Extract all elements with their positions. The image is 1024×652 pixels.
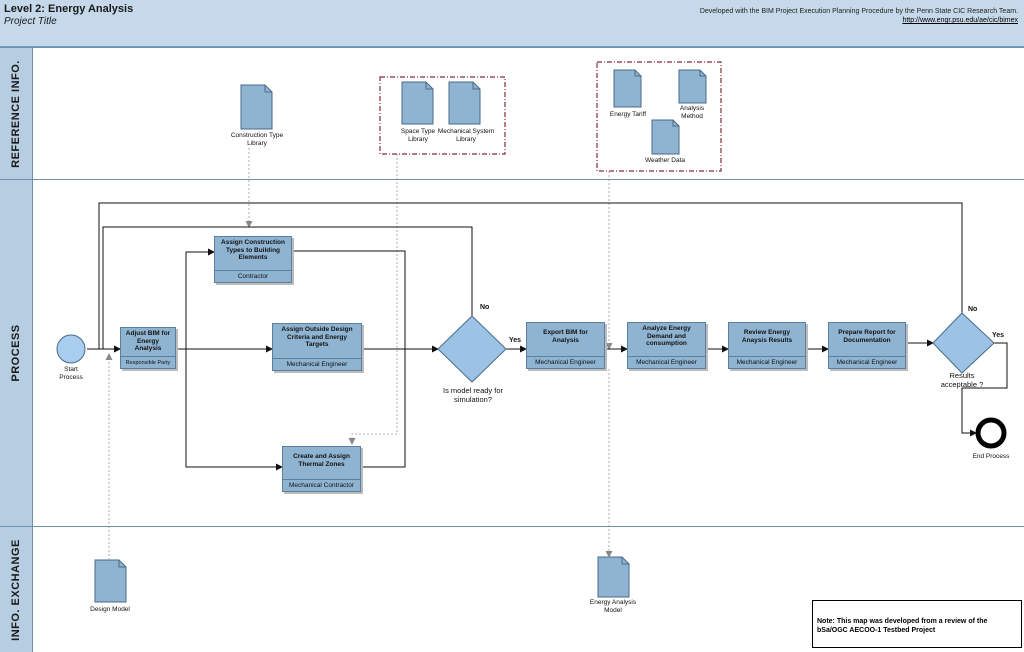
document-icon <box>678 69 707 104</box>
diagram-title: Level 2: Energy Analysis <box>4 3 134 15</box>
task-assign-construction[interactable]: Assign Construction Types to Building El… <box>214 236 292 283</box>
task-role: Mechanical Engineer <box>729 356 805 368</box>
task-title: Analyze Energy Demand and consumption <box>642 325 691 347</box>
document-icon <box>401 81 434 125</box>
doc-space-type: Space Type Library <box>400 128 436 143</box>
task-assign-outside[interactable]: Assign Outside Design Criteria and Energ… <box>272 323 362 371</box>
decision-results-yes: Yes <box>992 332 1005 339</box>
lane-reference: REFERENCE INFO. <box>0 47 1024 179</box>
lane-label-process: PROCESS <box>0 180 33 526</box>
task-role: Contractor <box>215 270 291 282</box>
decision-model-ready-label: Is model ready for simulation? <box>442 386 504 404</box>
end-event-icon <box>975 417 1007 449</box>
task-review-results[interactable]: Review Energy Anaysis Results Mechanical… <box>728 322 806 369</box>
task-title: Review Energy Anaysis Results <box>741 329 793 344</box>
task-adjust-bim[interactable]: Adjust BIM for Energy Analysis Responsib… <box>120 327 176 369</box>
task-title: Prepare Report for Documentation <box>838 329 896 344</box>
task-role: Mechanical Engineer <box>628 356 705 368</box>
document-icon <box>597 556 630 598</box>
end-event-label: End Process <box>972 453 1010 460</box>
diagram-header: Level 2: Energy Analysis Project Title D… <box>0 0 1024 47</box>
doc-energy-tariff: Energy Tariff <box>609 111 647 118</box>
reference-group-data <box>596 61 722 172</box>
doc-design-model: Design Model <box>90 606 130 613</box>
task-role: Mechanical Contractor <box>283 479 360 491</box>
task-title: Create and Assign Thermal Zones <box>293 453 350 468</box>
reference-group-libraries <box>379 76 506 155</box>
doc-energy-analysis-model: Energy Analysis Model <box>589 599 637 614</box>
task-title: Assign Construction Types to Building El… <box>221 239 285 261</box>
task-prepare-report[interactable]: Prepare Report for Documentation Mechani… <box>828 322 906 369</box>
document-icon <box>613 69 642 108</box>
start-event-label: Start Process <box>59 366 83 381</box>
task-export-bim[interactable]: Export BIM for Analysis Mechanical Engin… <box>526 322 605 369</box>
document-icon <box>94 559 127 603</box>
doc-mechanical-system: Mechanical System Library <box>437 128 495 143</box>
task-title: Assign Outside Design Criteria and Energ… <box>281 326 353 348</box>
task-thermal-zones[interactable]: Create and Assign Thermal Zones Mechanic… <box>282 446 361 492</box>
task-role: Mechanical Engineer <box>829 356 905 368</box>
document-icon <box>651 119 680 155</box>
doc-weather-data: Weather Data <box>645 157 685 164</box>
task-role: Mechanical Engineer <box>527 356 604 368</box>
task-analyze-energy[interactable]: Analyze Energy Demand and consumption Me… <box>627 322 706 369</box>
decision-results-label: Results acceptable ? <box>940 371 984 389</box>
credit-text: Developed with the BIM Project Execution… <box>699 8 1018 15</box>
decision-model-ready-icon <box>437 315 507 383</box>
start-event-icon <box>56 334 86 364</box>
task-role: Responsible Party <box>121 356 175 368</box>
document-icon <box>240 84 273 130</box>
project-title: Project Title <box>4 16 57 27</box>
task-role: Mechanical Engineer <box>273 358 361 370</box>
lane-exchange: INFO. EXCHANGE <box>0 526 1024 652</box>
lane-label-reference: REFERENCE INFO. <box>0 48 33 179</box>
lane-label-exchange: INFO. EXCHANGE <box>0 527 33 652</box>
credit-link[interactable]: http://www.engr.psu.edu/ae/cic/bimex <box>902 17 1018 24</box>
task-title: Adjust BIM for Energy Analysis <box>125 330 171 352</box>
decision-model-ready-no: No <box>480 304 490 311</box>
doc-construction-type: Construction Type Library <box>230 132 284 147</box>
note-box: Note: This map was developed from a revi… <box>812 600 1022 648</box>
doc-analysis-method: Analysis Method <box>679 105 705 120</box>
decision-results-no: No <box>968 306 978 313</box>
task-title: Export BIM for Analysis <box>543 329 588 344</box>
decision-results-icon <box>932 312 995 374</box>
document-icon <box>448 81 481 125</box>
decision-model-ready-yes: Yes <box>509 337 522 344</box>
